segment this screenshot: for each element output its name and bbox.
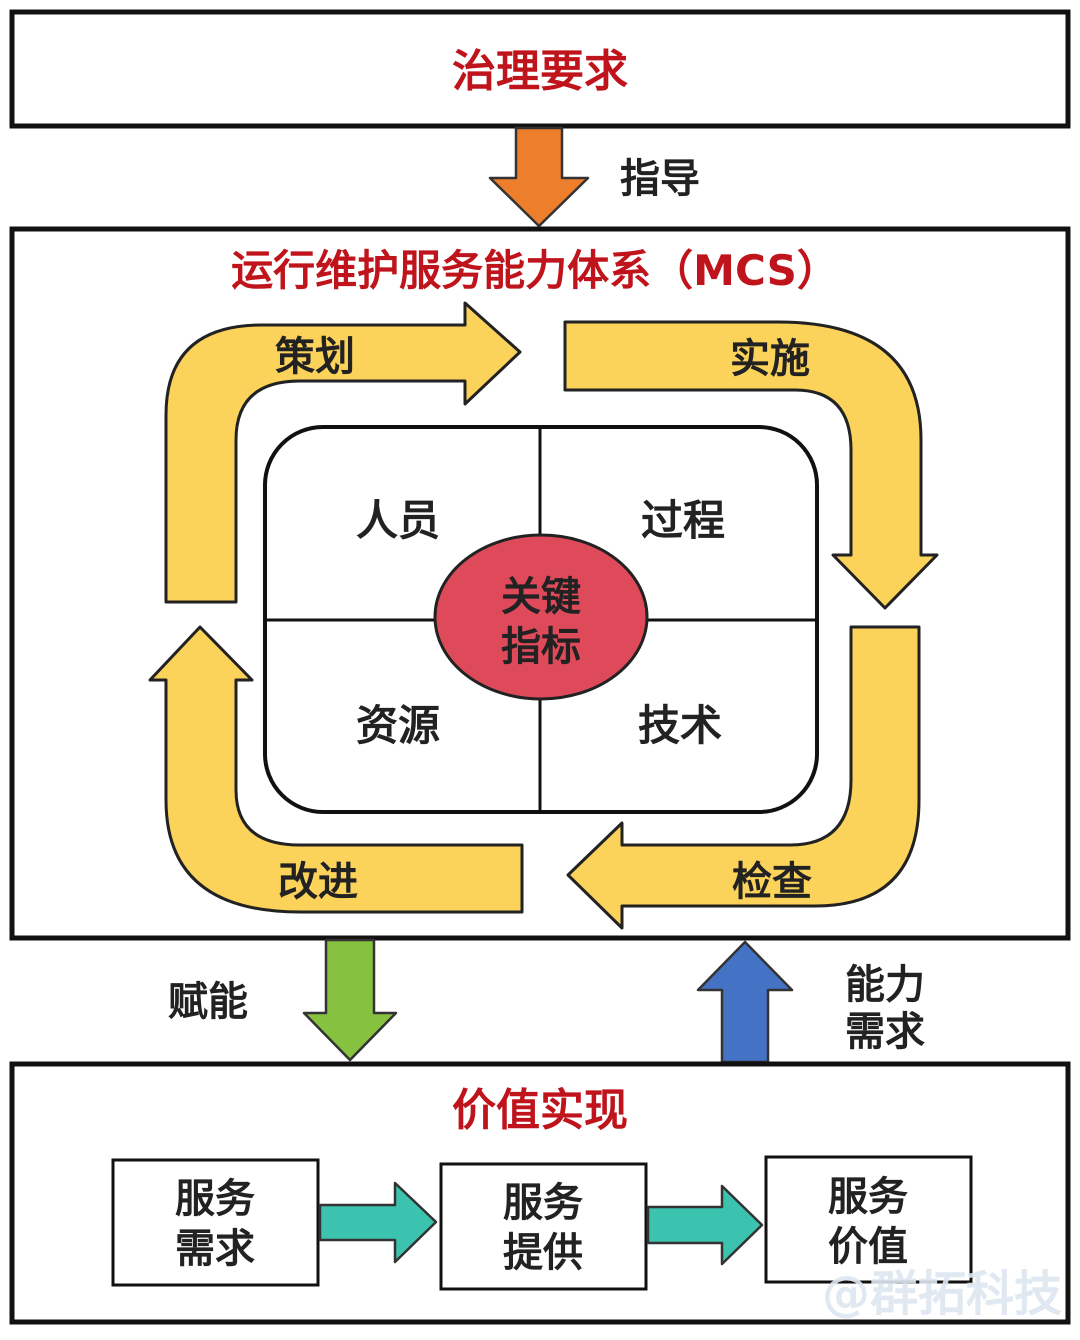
governance-title: 治理要求	[452, 46, 628, 97]
demand-arrow	[696, 940, 794, 1064]
cycle-label-improve: 改进	[278, 859, 358, 905]
value-step-value: 服务 价值	[764, 1155, 973, 1284]
flow-arrow-1	[318, 1181, 438, 1264]
empower-arrow	[302, 938, 398, 1062]
value-step-demand: 服务 需求	[111, 1158, 320, 1287]
value-step-line1: 服务	[503, 1180, 583, 1226]
value-title: 价值实现	[452, 1085, 628, 1136]
cycle-label-plan: 策划	[275, 334, 355, 380]
value-step-line1: 服务	[828, 1174, 908, 1220]
cycle-arrow-plan	[164, 301, 522, 604]
core-label-line2: 指标	[501, 624, 581, 670]
value-step-line2: 价值	[828, 1224, 908, 1270]
guide-label: 指导	[620, 156, 700, 202]
watermark: @群拓科技	[822, 1266, 1062, 1322]
guide-arrow	[488, 126, 590, 228]
demand-label-line1: 能力	[845, 962, 925, 1008]
quadrant-process: 过程	[641, 496, 725, 545]
value-step-provision: 服务 提供	[439, 1162, 648, 1291]
quadrant-people: 人员	[356, 496, 440, 545]
value-step-line1: 服务	[175, 1176, 255, 1222]
value-step-line2: 需求	[175, 1226, 255, 1272]
governance-box: 治理要求	[9, 9, 1071, 129]
quadrant-resources: 资源	[356, 701, 440, 750]
core-indicator: 关键 指标	[433, 533, 649, 701]
mcs-title: 运行维护服务能力体系（MCS）	[231, 246, 839, 295]
cycle-arrow-check	[566, 625, 921, 930]
core-label-line1: 关键	[501, 574, 581, 620]
demand-label-line2: 需求	[845, 1009, 925, 1055]
flow-arrow-2	[646, 1184, 764, 1266]
quadrant-technology: 技术	[638, 701, 722, 750]
cycle-label-check: 检查	[732, 859, 812, 905]
empower-label: 赋能	[168, 979, 248, 1025]
cycle-arrow-improve	[148, 625, 524, 914]
value-step-line2: 提供	[503, 1230, 583, 1276]
cycle-label-implement: 实施	[730, 336, 810, 382]
cycle-arrow-implement	[563, 320, 939, 610]
